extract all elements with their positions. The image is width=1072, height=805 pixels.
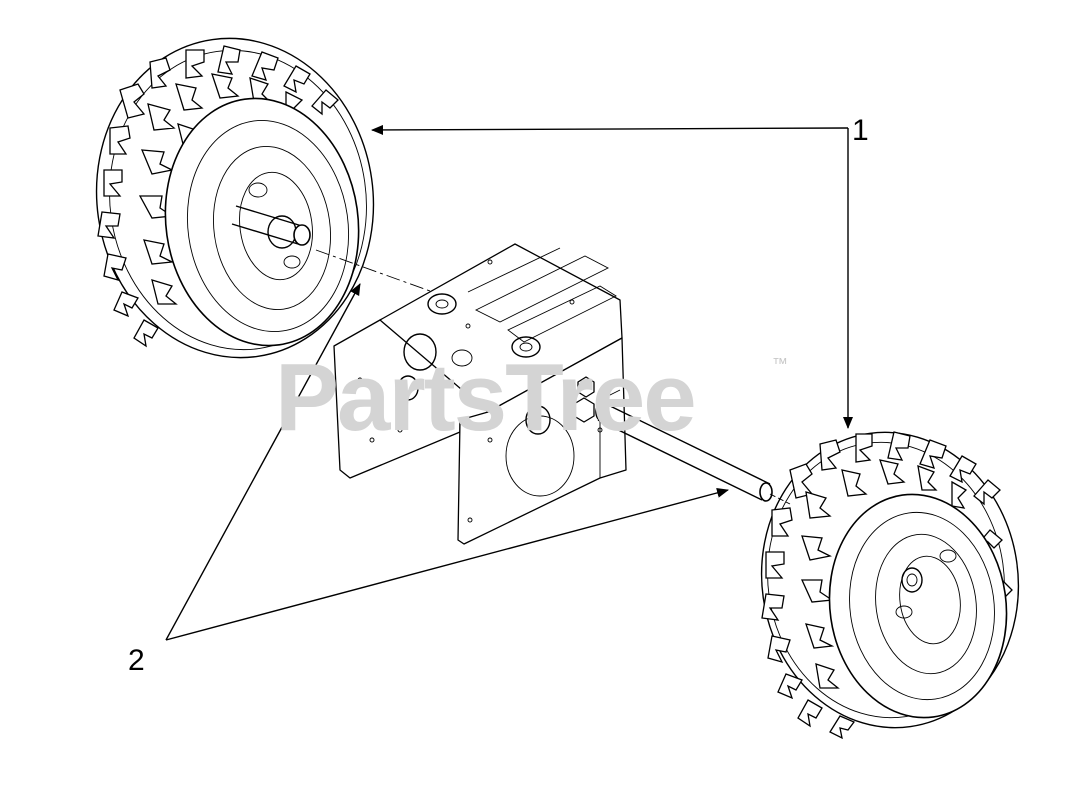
right-tire-tread — [761, 431, 1013, 740]
watermark-trademark: ™ — [772, 356, 788, 373]
callout-1-leader-left — [371, 124, 849, 135]
callout-2-label: 2 — [128, 644, 145, 677]
callout-2-leader-left — [165, 283, 361, 641]
callout-2-leader-right — [165, 488, 729, 641]
watermark: PartsTree — [275, 344, 697, 451]
right-wheel — [760, 431, 1020, 740]
leader-lines — [165, 124, 853, 641]
callout-1-label: 1 — [852, 114, 869, 147]
axle-housing-frame — [333, 243, 627, 545]
left-wheel — [95, 37, 375, 359]
axle-shaft — [595, 402, 791, 505]
left-tire-tread — [97, 45, 339, 348]
